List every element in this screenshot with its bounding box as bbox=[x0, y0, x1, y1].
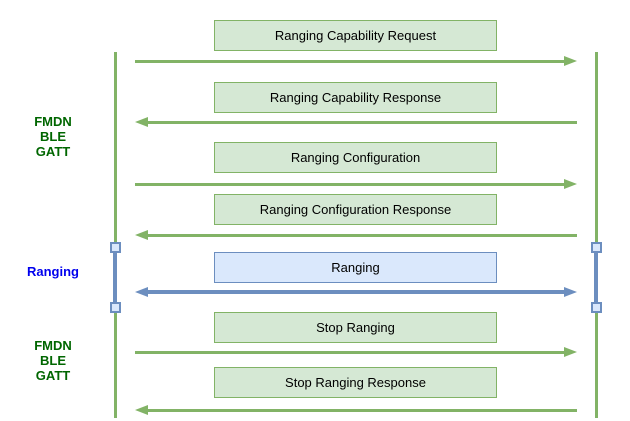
arrowhead-left-icon bbox=[135, 286, 148, 297]
arrowhead-left-icon bbox=[135, 116, 148, 127]
message-label: Ranging bbox=[331, 260, 380, 275]
phase-label-ranging: Ranging bbox=[8, 264, 98, 279]
lifeline-left-endpoint-square-bottom bbox=[109, 301, 121, 313]
message-label: Ranging Configuration Response bbox=[259, 202, 452, 217]
lifeline-right-endpoint-square-bottom bbox=[590, 301, 602, 313]
message-box-ranging-configuration: Ranging Configuration bbox=[214, 142, 497, 173]
message-box-ranging-configuration-response: Ranging Configuration Response bbox=[214, 194, 497, 225]
lifeline-left-green-bottom bbox=[113, 307, 117, 418]
lifeline-right-blue-segment bbox=[594, 247, 598, 307]
arrow-line bbox=[147, 290, 565, 294]
message-label: Stop Ranging Response bbox=[285, 375, 426, 390]
lifeline-right-endpoint-square-top bbox=[590, 241, 602, 253]
message-box-stop-ranging-response: Stop Ranging Response bbox=[214, 367, 497, 398]
phase-label-line: Ranging bbox=[27, 264, 79, 279]
lifeline-right-green-top bbox=[594, 52, 598, 247]
lifeline-left-green-top bbox=[113, 52, 117, 247]
arrowhead-left-icon bbox=[135, 404, 148, 415]
arrowhead-right-icon bbox=[564, 346, 577, 357]
arrowhead-right-icon bbox=[564, 286, 577, 297]
message-box-ranging-capability-response: Ranging Capability Response bbox=[214, 82, 497, 113]
phase-label-line: GATT bbox=[35, 144, 71, 159]
phase-label-line: FMDN bbox=[34, 114, 72, 129]
lifeline-left-endpoint-square-top bbox=[109, 241, 121, 253]
phase-label-line: BLE bbox=[40, 129, 66, 144]
phase-label-fmdn-ble-gatt-bottom: FMDN BLE GATT bbox=[8, 338, 98, 383]
arrow-line bbox=[147, 233, 577, 237]
phase-label-line: BLE bbox=[40, 353, 66, 368]
arrowhead-left-icon bbox=[135, 229, 148, 240]
phase-label-fmdn-ble-gatt-top: FMDN BLE GATT bbox=[8, 114, 98, 159]
arrowhead-right-icon bbox=[564, 55, 577, 66]
phase-label-line: GATT bbox=[35, 368, 71, 383]
arrowhead-right-icon bbox=[564, 178, 577, 189]
lifeline-left-blue-segment bbox=[113, 247, 117, 307]
arrow-line bbox=[147, 120, 577, 124]
arrow-line bbox=[135, 350, 565, 354]
message-label: Stop Ranging bbox=[316, 320, 395, 335]
lifeline-right-green-bottom bbox=[594, 307, 598, 418]
message-box-ranging-capability-request: Ranging Capability Request bbox=[214, 20, 497, 51]
message-label: Ranging Capability Request bbox=[274, 28, 437, 43]
arrow-line bbox=[147, 408, 577, 412]
arrow-line bbox=[135, 182, 565, 186]
message-box-stop-ranging: Stop Ranging bbox=[214, 312, 497, 343]
arrow-line bbox=[135, 59, 565, 63]
message-box-ranging: Ranging bbox=[214, 252, 497, 283]
message-label: Ranging Configuration bbox=[290, 150, 421, 165]
phase-label-line: FMDN bbox=[34, 338, 72, 353]
message-label: Ranging Capability Response bbox=[269, 90, 442, 105]
